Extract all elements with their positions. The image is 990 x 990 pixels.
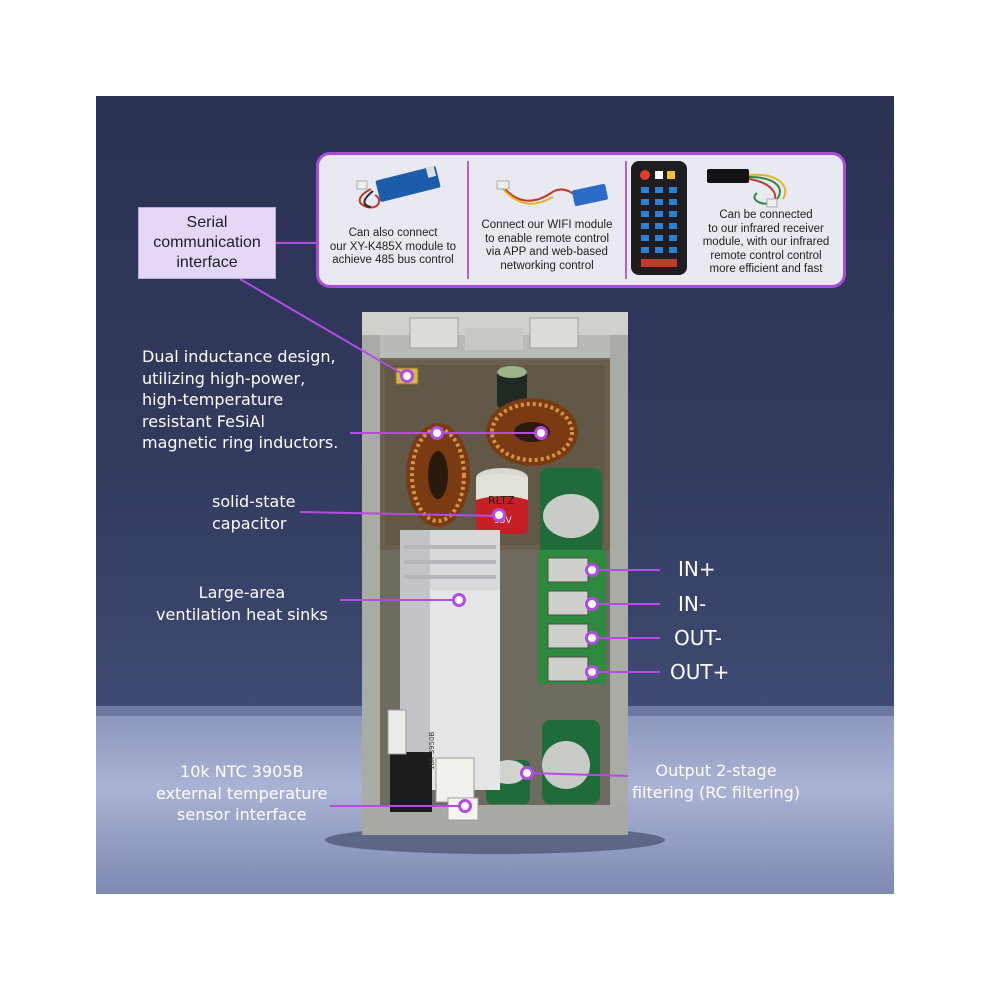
- callout-dot-out-minus: [585, 631, 599, 645]
- callout-dot-ntc: [458, 799, 472, 813]
- feature-rs485-text: Can also connect our XY-K485X module to …: [329, 227, 457, 266]
- callout-dot-inductor-left: [430, 426, 444, 440]
- feature-divider: [467, 161, 469, 279]
- feature-divider: [625, 161, 627, 279]
- terminal-out-minus-label: OUT-: [674, 626, 722, 650]
- heat-sink: [400, 530, 500, 790]
- callout-dot-out-plus: [585, 665, 599, 679]
- callout-dot-inductor-right: [534, 426, 548, 440]
- ntc-callout: 10k NTC 3905B external temperature senso…: [156, 762, 328, 824]
- terminal-in-minus-label: IN-: [678, 592, 707, 616]
- capacitor-voltage: 35V: [494, 516, 512, 526]
- heatsink-callout: Large-area ventilation heat sinks: [156, 583, 328, 624]
- feature-wifi-text: Connect our WIFI module to enable remote…: [481, 219, 613, 272]
- callout-dot-filtering: [520, 766, 534, 780]
- callout-dot-serial: [400, 369, 414, 383]
- ir-remote-icon: [631, 161, 786, 275]
- serial-interface-label: Serial communication interface: [138, 207, 276, 279]
- rs485-module-icon: [356, 166, 441, 209]
- wifi-module-icon: [496, 180, 608, 206]
- inductor-callout: Dual inductance design, utilizing high-p…: [142, 347, 339, 452]
- callout-dot-in-plus: [585, 563, 599, 577]
- callout-dot-heatsink: [452, 593, 466, 607]
- capacitor-callout: solid-state capacitor: [212, 492, 296, 533]
- solid-state-capacitor: [476, 468, 528, 534]
- feature-infrared: Can be connected to our infrared receive…: [627, 155, 843, 285]
- terminal-out-plus-label: OUT+: [670, 660, 730, 684]
- terminal-in-plus-label: IN+: [678, 557, 716, 581]
- inductor-left: [406, 423, 470, 527]
- capacitor-marking: RLTZ: [488, 494, 515, 507]
- feature-wifi: Connect our WIFI module to enable remote…: [469, 155, 625, 285]
- filtering-callout: Output 2-stage filtering (RC filtering): [632, 761, 801, 802]
- feature-strip: Can also connect our XY-K485X module to …: [316, 152, 846, 288]
- callout-dot-capacitor: [492, 508, 506, 522]
- callout-dot-in-minus: [585, 597, 599, 611]
- feature-infrared-text: Can be connected to our infrared receive…: [702, 209, 830, 275]
- feature-rs485: Can also connect our XY-K485X module to …: [319, 155, 467, 285]
